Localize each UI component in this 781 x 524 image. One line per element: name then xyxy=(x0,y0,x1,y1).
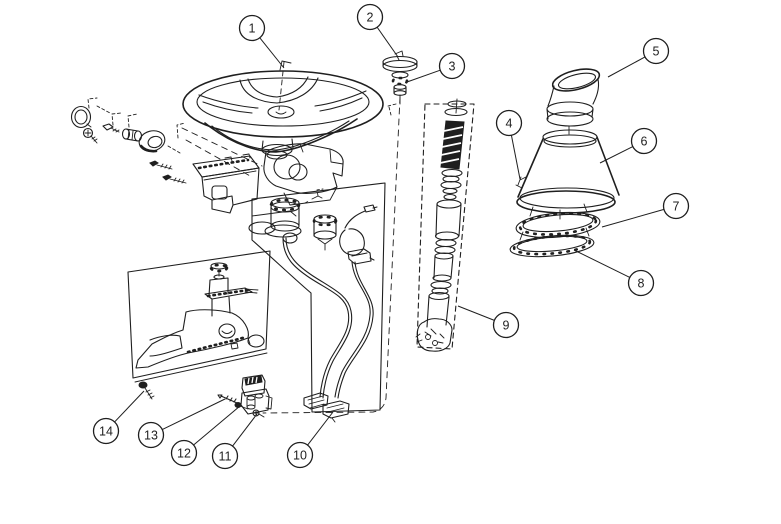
callout-1 xyxy=(238,14,266,42)
switch-assembly xyxy=(217,374,273,418)
knob xyxy=(546,68,601,127)
callout-leader-2 xyxy=(376,26,399,58)
wheel-center-cap-hardware xyxy=(382,50,418,116)
column-spacer xyxy=(432,252,454,282)
callout-10 xyxy=(286,441,314,469)
canister xyxy=(248,197,302,244)
horn-button xyxy=(267,105,295,119)
tank-body xyxy=(135,309,249,369)
callout-2 xyxy=(356,3,384,31)
cone-shroud xyxy=(516,129,620,214)
callout-leader-4 xyxy=(510,135,521,180)
switch-cap xyxy=(244,375,263,386)
callout-leader-11 xyxy=(232,413,258,447)
nut xyxy=(393,84,407,96)
callout-8 xyxy=(627,269,655,297)
tank-neck xyxy=(204,277,259,317)
gasket-upper xyxy=(515,211,601,239)
spring xyxy=(439,120,465,170)
assembly-axis-dashed xyxy=(181,127,263,167)
callout-5 xyxy=(642,37,670,65)
callout-leader-12 xyxy=(193,405,241,446)
wire-pigtail-connector xyxy=(339,204,378,265)
callout-number-11: 11 xyxy=(219,449,232,463)
callout-leader-10 xyxy=(307,411,334,446)
mounting-screw xyxy=(162,174,187,184)
callout-leader-1 xyxy=(259,37,285,69)
bolt xyxy=(102,123,120,133)
panel-stub xyxy=(247,334,265,348)
callout-3 xyxy=(438,52,466,80)
tank-screw xyxy=(138,381,155,400)
retaining-ring xyxy=(70,105,92,129)
cone-shroud-assembly xyxy=(509,68,620,258)
callout-number-12: 12 xyxy=(177,446,191,460)
callout-4 xyxy=(495,109,523,137)
tank-cap-screw xyxy=(209,262,229,280)
callout-6 xyxy=(630,127,658,155)
callout-leader-5 xyxy=(607,56,646,78)
callout-number-7: 7 xyxy=(673,199,680,213)
callout-leader-14 xyxy=(114,390,145,423)
callout-number-1: 1 xyxy=(249,21,256,35)
callout-leader-13 xyxy=(162,398,226,430)
mounting-screw xyxy=(149,160,173,170)
gasket-lower xyxy=(509,234,595,258)
retainer-clip xyxy=(515,176,527,189)
callout-number-9: 9 xyxy=(503,318,510,332)
switch-cutout xyxy=(211,185,228,200)
callout-number-8: 8 xyxy=(638,276,645,290)
deck-and-canisters xyxy=(248,188,378,265)
callout-number-13: 13 xyxy=(144,428,158,442)
callout-number-10: 10 xyxy=(293,448,307,462)
callout-leader-3 xyxy=(406,69,441,83)
callout-7 xyxy=(662,192,690,220)
steering-column-assembly xyxy=(415,98,475,352)
bushing xyxy=(138,130,166,153)
callout-number-3: 3 xyxy=(449,59,456,73)
tank-panel xyxy=(127,250,271,379)
callout-number-14: 14 xyxy=(99,424,113,438)
wire-harness xyxy=(282,237,374,399)
callout-number-5: 5 xyxy=(653,44,660,58)
callout-number-6: 6 xyxy=(641,134,648,148)
pin xyxy=(217,394,238,404)
left-hardware-group xyxy=(70,97,263,184)
tank-port xyxy=(218,323,236,339)
console-left-housing xyxy=(192,153,260,214)
column-tube xyxy=(434,199,462,241)
callout-leader-7 xyxy=(601,208,665,228)
callout-9 xyxy=(492,311,520,339)
harness-connector xyxy=(322,400,350,423)
steering-wheel xyxy=(182,60,384,160)
tank-assembly xyxy=(127,250,271,400)
callout-leader-8 xyxy=(573,249,631,278)
callout-leader-6 xyxy=(599,146,634,164)
lock-washer xyxy=(391,76,409,86)
screw xyxy=(82,127,98,144)
harness-connector xyxy=(303,392,329,410)
wiring-panel xyxy=(251,182,386,423)
callout-number-2: 2 xyxy=(367,10,374,24)
steering-shaft-bore xyxy=(273,154,301,180)
universal-joint xyxy=(415,318,453,352)
callout-number-4: 4 xyxy=(506,116,513,130)
canister xyxy=(312,214,338,251)
callout-13 xyxy=(137,421,165,449)
callout-leader-9 xyxy=(457,305,495,321)
spacer xyxy=(121,128,143,142)
assembly-centerline-dashed xyxy=(262,96,401,414)
lower-shaft xyxy=(426,291,450,328)
clip xyxy=(311,195,323,200)
assembly-axis-dashed xyxy=(185,139,253,178)
wheel-axis-dashed-line xyxy=(278,61,285,111)
callout-12 xyxy=(170,439,198,467)
callout-11 xyxy=(211,442,239,470)
callout-14 xyxy=(92,417,120,445)
